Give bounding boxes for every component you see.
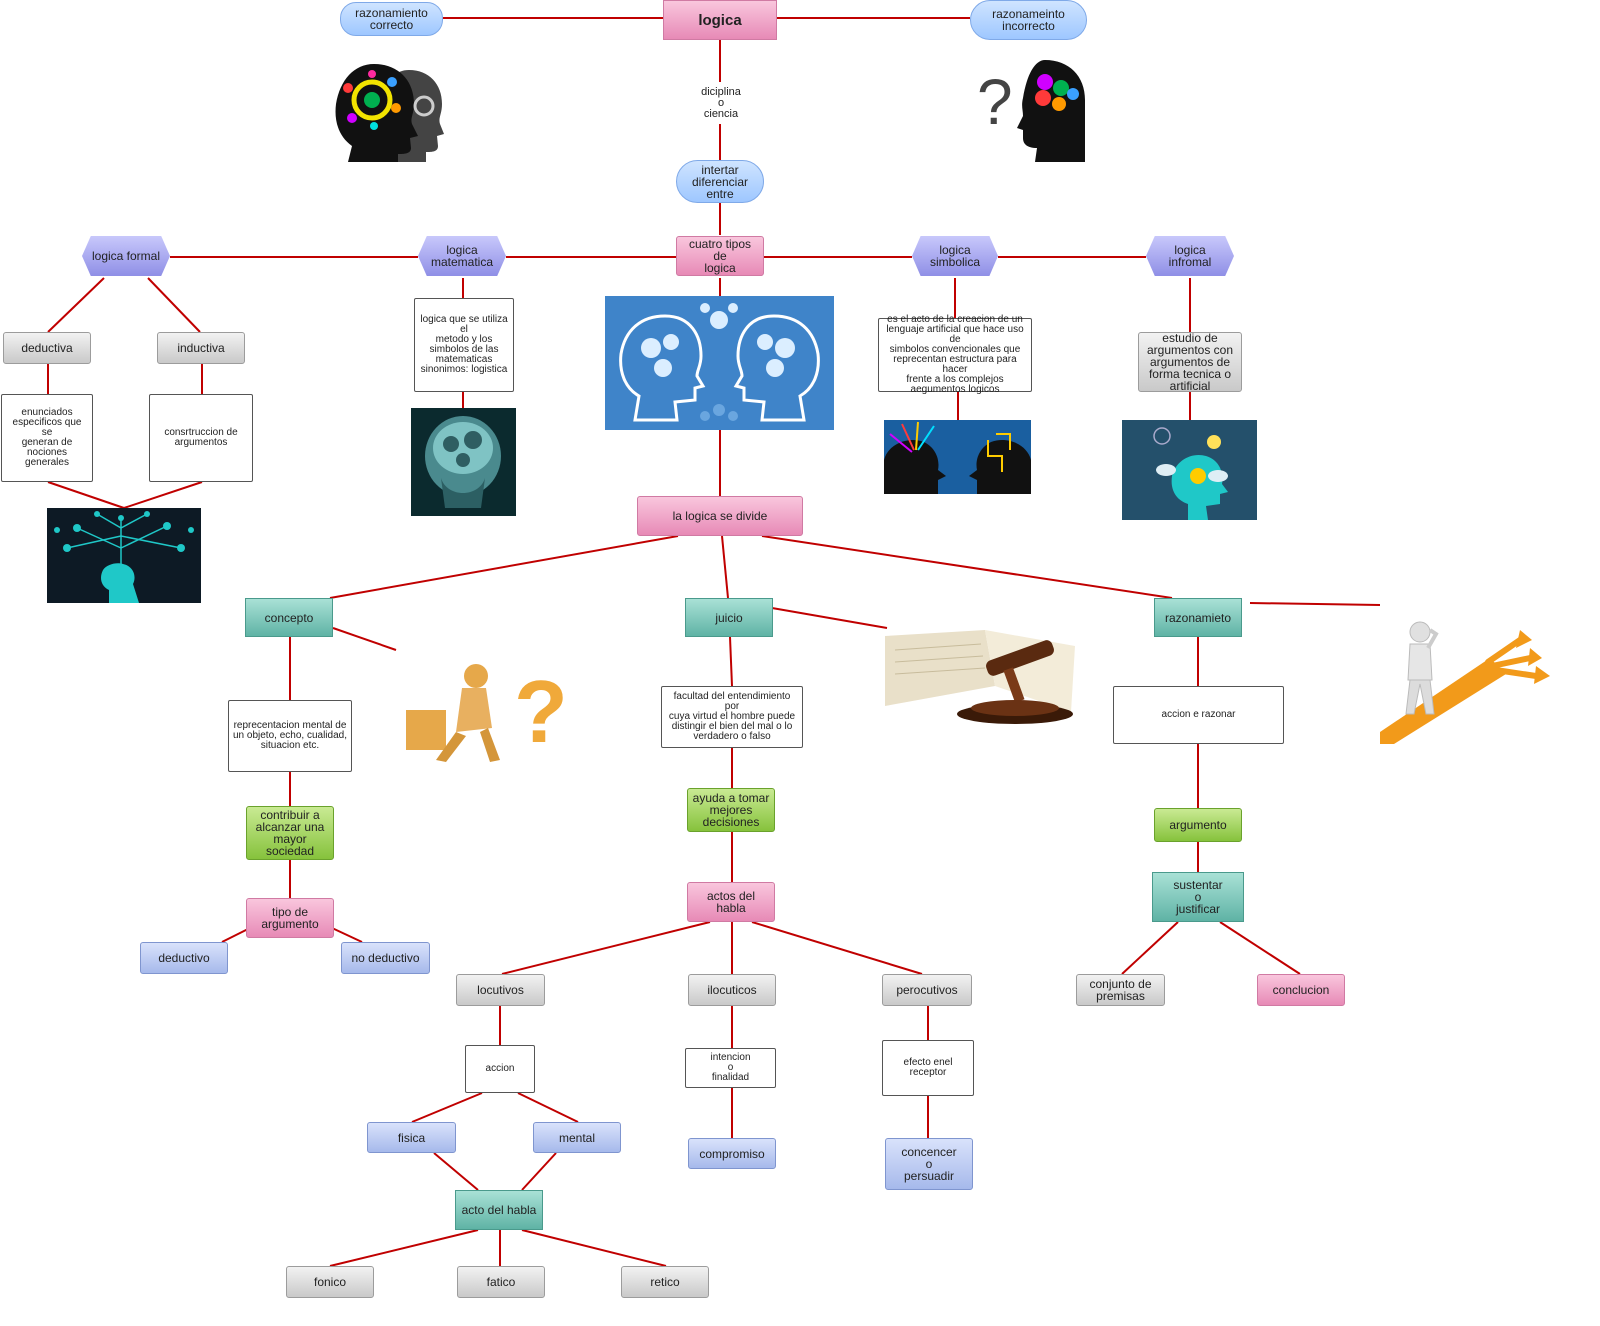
node-fisica[interactable]: fisica (367, 1122, 456, 1153)
node-accion[interactable]: accion (465, 1045, 535, 1093)
head-gears-icon (334, 62, 444, 162)
node-locutivos[interactable]: locutivos (456, 974, 545, 1006)
colorful-heads-illustration (884, 420, 1031, 494)
node-matematica-desc[interactable]: logica que se utiliza el metodo y los si… (414, 298, 514, 392)
svg-text:?: ? (977, 66, 1013, 138)
node-compromiso[interactable]: compromiso (688, 1138, 776, 1169)
node-mental[interactable]: mental (533, 1122, 621, 1153)
node-argumento[interactable]: argumento (1154, 808, 1242, 842)
node-inductiva[interactable]: inductiva (157, 332, 245, 364)
node-deductiva[interactable]: deductiva (3, 332, 91, 364)
head-lightbulb-illustration (1122, 420, 1257, 520)
node-enunciados[interactable]: enunciados especificos que se generan de… (1, 394, 93, 482)
node-fatico[interactable]: fatico (457, 1266, 545, 1298)
node-concepto[interactable]: concepto (245, 598, 333, 637)
node-intertar[interactable]: intertar diferenciar entre (676, 160, 764, 203)
node-logica-se-divide[interactable]: la logica se divide (637, 496, 803, 536)
node-contribuir[interactable]: contribuir a alcanzar una mayor sociedad (246, 806, 334, 860)
node-conjunto-premisas[interactable]: conjunto de premisas (1076, 974, 1165, 1006)
node-concepto-desc[interactable]: reprecentacion mental de un objeto, echo… (228, 700, 352, 772)
node-razonamiento-incorrecto[interactable]: razonameinto incorrecto (970, 0, 1087, 40)
node-razonamiento-correcto[interactable]: razonamiento correcto (340, 2, 443, 36)
gavel-book-illustration (885, 626, 1075, 726)
node-tipo-argumento[interactable]: tipo de argumento (246, 898, 334, 938)
node-deductivo[interactable]: deductivo (140, 942, 228, 974)
node-construccion-argumentos[interactable]: consrtruccion de argumentos (149, 394, 253, 482)
node-retico[interactable]: retico (621, 1266, 709, 1298)
node-fonico[interactable]: fonico (286, 1266, 374, 1298)
node-cuatro-tipos[interactable]: cuatro tipos de logica (676, 236, 764, 276)
label-diciplina: diciplina o ciencia (684, 82, 758, 124)
head-network-tree-illustration (47, 508, 201, 603)
node-conclusion[interactable]: conclucion (1257, 974, 1345, 1006)
node-logica-formal[interactable]: logica formal (82, 236, 170, 276)
heads-gears-illustration (605, 296, 834, 430)
node-razonamiento[interactable]: razonamieto (1154, 598, 1242, 637)
node-sustentar[interactable]: sustentar o justificar (1152, 872, 1244, 922)
node-juicio-desc[interactable]: facultad del entendimiento por cuya virt… (661, 686, 803, 748)
node-perocutivos[interactable]: perocutivos (882, 974, 972, 1006)
node-simbolica-desc[interactable]: es el acto de la creacion de un lenguaje… (878, 315, 1032, 395)
node-no-deductivo[interactable]: no deductivo (341, 942, 430, 974)
head-question-icon: ? (975, 58, 1087, 162)
node-logica[interactable]: logica (663, 0, 777, 40)
node-logica-informal[interactable]: logica infromal (1146, 236, 1234, 276)
thinker-question-illustration: ? (396, 650, 590, 770)
node-efecto-receptor[interactable]: efecto enel receptor (882, 1040, 974, 1096)
node-accion-razonar[interactable]: accion e razonar (1113, 686, 1284, 744)
crossroads-person-illustration (1380, 618, 1556, 744)
node-convencer[interactable]: concencer o persuadir (885, 1138, 973, 1190)
svg-text:?: ? (514, 662, 568, 761)
node-ayuda[interactable]: ayuda a tomar mejores decisiones (687, 788, 775, 832)
node-actos-del-habla[interactable]: actos del habla (687, 882, 775, 922)
node-juicio[interactable]: juicio (685, 598, 773, 637)
node-acto-del-habla[interactable]: acto del habla (455, 1190, 543, 1230)
node-logica-matematica[interactable]: logica matematica (418, 236, 506, 276)
node-informal-desc[interactable]: estudio de argumentos con argumentos de … (1138, 332, 1242, 392)
node-logica-simbolica[interactable]: logica simbolica (912, 236, 998, 276)
node-intencion[interactable]: intencion o finalidad (685, 1048, 776, 1088)
mechanical-head-illustration (411, 408, 516, 516)
node-ilocuticos[interactable]: ilocuticos (688, 974, 776, 1006)
